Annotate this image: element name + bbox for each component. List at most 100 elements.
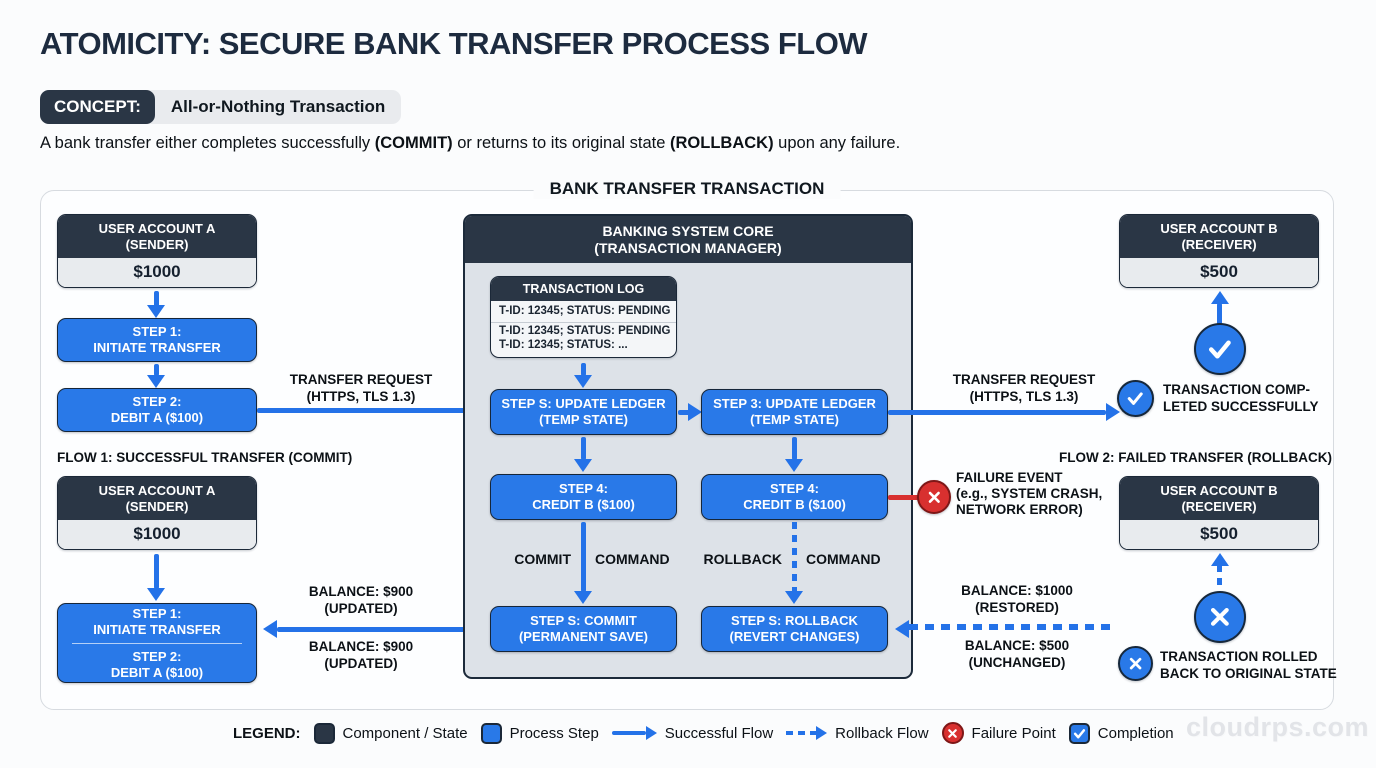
dashed-arrow-x-to-account-b [1217, 565, 1222, 591]
arrow-update-to-credit-left [581, 437, 586, 460]
step2-box: STEP 2: DEBIT A ($100) [57, 388, 257, 432]
log-row: T-ID: 12345; STATUS: PENDING [499, 325, 671, 337]
arrow-check-to-account-b [1217, 303, 1222, 325]
transfer-request-right-label: TRANSFER REQUEST (HTTPS, TLS 1.3) [952, 372, 1096, 404]
rollback-command-word: COMMAND [806, 551, 881, 567]
arrow-update-to-credit-right [792, 437, 797, 460]
watermark: cloudrps.com [1186, 712, 1370, 742]
account-a-bottom-header: USER ACCOUNT A (SENDER) [58, 477, 256, 520]
legend-item-process: Process Step [480, 722, 599, 744]
credit-b-right-box: STEP 4: CREDIT B ($100) [701, 474, 888, 520]
legend-item-label: Successful Flow [664, 724, 774, 742]
dashed-arrow-icon [786, 726, 828, 740]
combined-step1: STEP 1: INITIATE TRANSFER [93, 605, 221, 637]
arrowhead-left [895, 620, 909, 638]
balance-900-above-label: BALANCE: $900 (UPDATED) [308, 584, 414, 616]
account-a-top-balance: $1000 [58, 258, 256, 287]
arrow-step1-to-step2 [154, 364, 159, 376]
concept-value: All-or-Nothing Transaction [170, 97, 386, 116]
banking-core-header: BANKING SYSTEM CORE (TRANSACTION MANAGER… [465, 216, 911, 263]
transaction-completed-label: TRANSACTION COMP- LETED SUCCESSFULLY [1163, 382, 1319, 414]
concept-badge: CONCEPT: [40, 90, 155, 124]
legend-item-label: Completion [1097, 724, 1174, 742]
balance-restored-label: BALANCE: $1000 (RESTORED) [961, 583, 1073, 615]
arrowhead-up [1211, 291, 1229, 304]
account-b-bottom: USER ACCOUNT B (RECEIVER) $500 [1119, 476, 1319, 550]
transaction-log: TRANSACTION LOG T-ID: 12345; STATUS: PEN… [490, 276, 677, 358]
arrow-log-to-update [581, 363, 586, 376]
dotted-rollback-line [909, 624, 1115, 630]
legend-item-successful-flow: Successful Flow [611, 724, 774, 742]
arrowhead-left [263, 620, 277, 638]
legend-item-label: Process Step [509, 724, 599, 742]
flow1-label: FLOW 1: SUCCESSFUL TRANSFER (COMMIT) [57, 450, 353, 465]
legend-bar: LEGEND: Component / State Process Step S… [233, 722, 1174, 744]
arrow-update-to-completion [888, 410, 1106, 415]
account-b-bottom-header: USER ACCOUNT B (RECEIVER) [1120, 477, 1318, 520]
combined-step2: STEP 2: DEBIT A ($100) [110, 648, 204, 680]
success-check-circle-small [1117, 380, 1154, 417]
arrowhead-down [147, 375, 165, 388]
arrowhead-down [574, 459, 592, 472]
x-icon [948, 728, 957, 738]
rollback-word: ROLLBACK [703, 551, 782, 567]
failure-point-icon [917, 480, 951, 514]
arrow-commit-to-combined [277, 627, 490, 632]
rollback-box: STEP S: ROLLBACK (REVERT CHANGES) [701, 606, 888, 652]
failure-connector-line [888, 495, 920, 500]
x-icon [928, 491, 940, 503]
flow2-label: FLOW 2: FAILED TRANSFER (ROLLBACK) [1059, 450, 1332, 465]
failure-point-icon [941, 722, 964, 744]
commit-box: STEP S: COMMIT (PERMANENT SAVE) [490, 606, 677, 652]
legend-item-label: Failure Point [971, 724, 1056, 742]
combined-step-box: STEP 1: INITIATE TRANSFER STEP 2: DEBIT … [57, 603, 257, 683]
arrowhead-right [1106, 403, 1120, 421]
balance-900-below-label: BALANCE: $900 (UPDATED) [308, 639, 414, 671]
arrow-a-to-step1 [154, 291, 159, 307]
commit-word: COMMIT [514, 551, 571, 567]
rollback-x-circle-small [1118, 646, 1153, 681]
account-a-top: USER ACCOUNT A (SENDER) $1000 [57, 214, 257, 288]
solid-arrow-icon [611, 726, 657, 740]
arrowhead-down [785, 591, 803, 604]
x-icon [1129, 657, 1142, 670]
account-b-top-header: USER ACCOUNT B (RECEIVER) [1120, 215, 1318, 258]
x-icon [1211, 608, 1229, 626]
completion-icon [1068, 722, 1090, 744]
diagram-frame: BANK TRANSFER TRANSACTION USER ACCOUNT A… [40, 179, 1337, 710]
arrowhead-down [147, 588, 165, 601]
legend-item-completion: Completion [1068, 722, 1174, 744]
update-ledger-left-box: STEP S: UPDATE LEDGER (TEMP STATE) [490, 389, 677, 435]
legend-item-component: Component / State [313, 722, 468, 744]
arrowhead-right [688, 403, 702, 421]
arrow-rollback-command [792, 522, 797, 592]
balance-unchanged-label: BALANCE: $500 (UNCHANGED) [964, 638, 1070, 670]
description-text: A bank transfer either completes success… [40, 134, 901, 152]
concept-banner: CONCEPT: All-or-Nothing Transaction [40, 90, 402, 124]
arrow-step2-to-core [257, 408, 476, 413]
check-icon [1127, 392, 1143, 406]
component-swatch [313, 722, 335, 744]
account-b-top-balance: $500 [1120, 258, 1318, 287]
page-title: ATOMICITY: SECURE BANK TRANSFER PROCESS … [40, 26, 868, 61]
process-swatch [480, 722, 502, 744]
account-b-bottom-balance: $500 [1120, 520, 1318, 549]
account-a-bottom-balance: $1000 [58, 520, 256, 549]
legend-item-rollback-flow: Rollback Flow [786, 724, 929, 742]
legend-item-label: Component / State [342, 724, 468, 742]
step1-box: STEP 1: INITIATE TRANSFER [57, 318, 257, 362]
arrowhead-down [785, 459, 803, 472]
check-icon [1209, 340, 1231, 359]
account-b-top: USER ACCOUNT B (RECEIVER) $500 [1119, 214, 1319, 288]
arrowhead-up [1211, 553, 1229, 566]
arrow-commit-command [581, 522, 586, 592]
log-row: T-ID: 12345; STATUS: ... [499, 339, 628, 351]
legend-item-failure-point: Failure Point [941, 722, 1056, 744]
transaction-log-title: TRANSACTION LOG [491, 277, 676, 301]
rollback-x-circle-large [1194, 591, 1246, 643]
log-row: T-ID: 12345; STATUS: PENDING [491, 301, 676, 323]
commit-command-word: COMMAND [595, 551, 670, 567]
legend-item-label: Rollback Flow [835, 724, 929, 742]
transaction-rolled-back-label: TRANSACTION ROLLED BACK TO ORIGINAL STAT… [1160, 649, 1337, 681]
success-check-circle-large [1194, 323, 1246, 375]
